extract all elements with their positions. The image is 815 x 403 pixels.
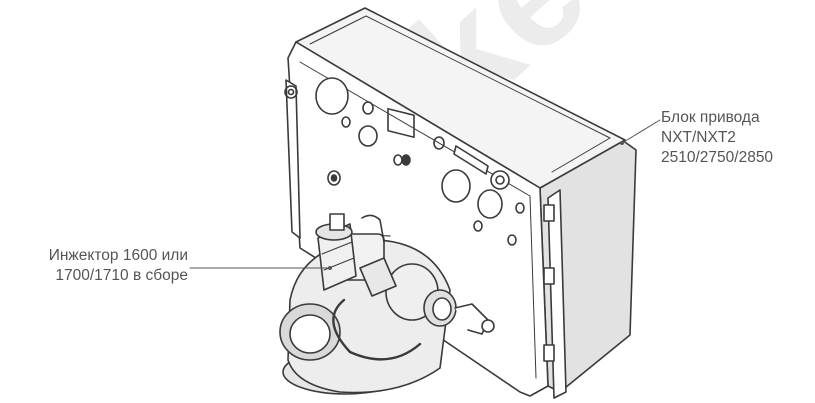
drive-unit-label: Блок привода NXT/NXT2 2510/2750/2850 <box>661 108 773 168</box>
drive-unit-line-2: NXT/NXT2 <box>661 129 736 146</box>
injector-assembly <box>315 213 357 291</box>
brine-elbow <box>332 257 495 361</box>
drive-unit-line-3: 2510/2750/2850 <box>661 149 774 166</box>
drive-unit-line-1: Блок привода <box>661 109 760 126</box>
leader-line-drive <box>621 119 661 144</box>
left-hinge <box>285 79 301 239</box>
injector-line-1: Инжектор 1600 или <box>48 247 188 264</box>
plate-hole <box>315 77 349 115</box>
injector-label: Инжектор 1600 или 1700/1710 в сборе <box>20 246 188 286</box>
injector-line-2: 1700/1710 в сборе <box>55 267 188 284</box>
